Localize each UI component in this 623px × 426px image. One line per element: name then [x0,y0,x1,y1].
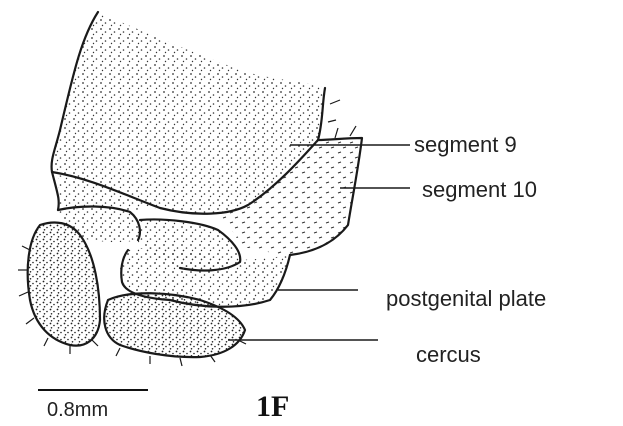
scale-bar-label: 0.8mm [47,399,108,421]
cercus-label: cercus [416,342,481,367]
panel-label: 1F [256,390,289,423]
postgenital-plate-label: postgenital plate [386,286,546,311]
segment-9-label: segment 9 [414,132,517,157]
segment-10-label: segment 10 [422,177,537,202]
